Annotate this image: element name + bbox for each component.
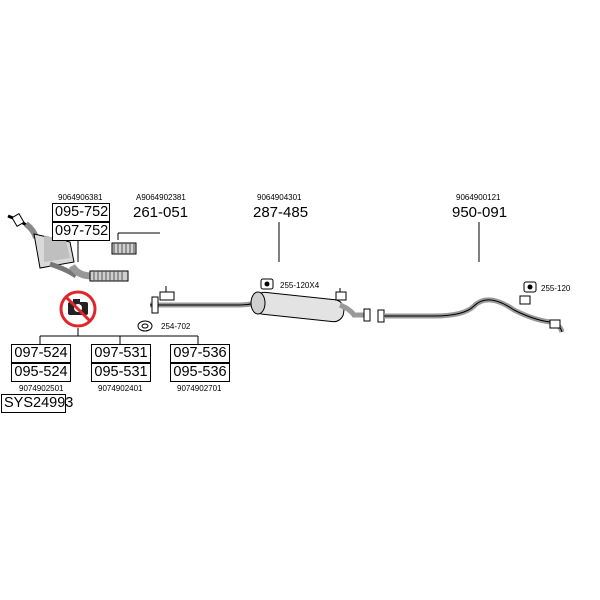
rear-pipe — [377, 295, 565, 333]
rubber-hanger-icon — [523, 281, 537, 293]
clamp-label[interactable]: 255-120 — [541, 284, 571, 293]
oe-number: 9074902401 — [98, 384, 143, 393]
oe-number: 9064906381 — [58, 193, 103, 202]
gasket-icon — [137, 320, 153, 332]
part-number[interactable]: 261-051 — [133, 204, 189, 221]
oe-number: 9064900121 — [456, 193, 501, 202]
part-number[interactable]: 287-485 — [253, 204, 309, 221]
oe-number: 9074902701 — [177, 384, 222, 393]
part-box[interactable]: 095-752 — [52, 203, 110, 222]
gasket-label[interactable]: 254-702 — [161, 322, 191, 331]
dpf-part-box[interactable]: 095-531 — [91, 363, 151, 382]
system-number[interactable]: SYS24993 — [1, 394, 73, 413]
rubber-hanger-icon — [260, 278, 274, 290]
oe-number: 9074902501 — [19, 384, 64, 393]
oe-number: A9064902381 — [136, 193, 186, 202]
middle-muffler — [150, 286, 371, 323]
dpf-part-box[interactable]: 097-524 — [11, 344, 71, 363]
oe-number: 9064904301 — [257, 193, 302, 202]
no-photo-icon — [59, 290, 97, 328]
dpf-part-box[interactable]: 097-531 — [91, 344, 151, 363]
dpf-part-box[interactable]: 095-524 — [11, 363, 71, 382]
part-number[interactable]: 950-091 — [452, 204, 508, 221]
flex-pipe — [68, 242, 137, 282]
catalytic-converter — [7, 212, 78, 279]
leader-lines — [39, 222, 480, 344]
part-box[interactable]: 097-752 — [52, 222, 110, 241]
dpf-part-box[interactable]: 097-536 — [170, 344, 230, 363]
dpf-part-box[interactable]: 095-536 — [170, 363, 230, 382]
clamp-label[interactable]: 255-120X4 — [280, 281, 320, 290]
